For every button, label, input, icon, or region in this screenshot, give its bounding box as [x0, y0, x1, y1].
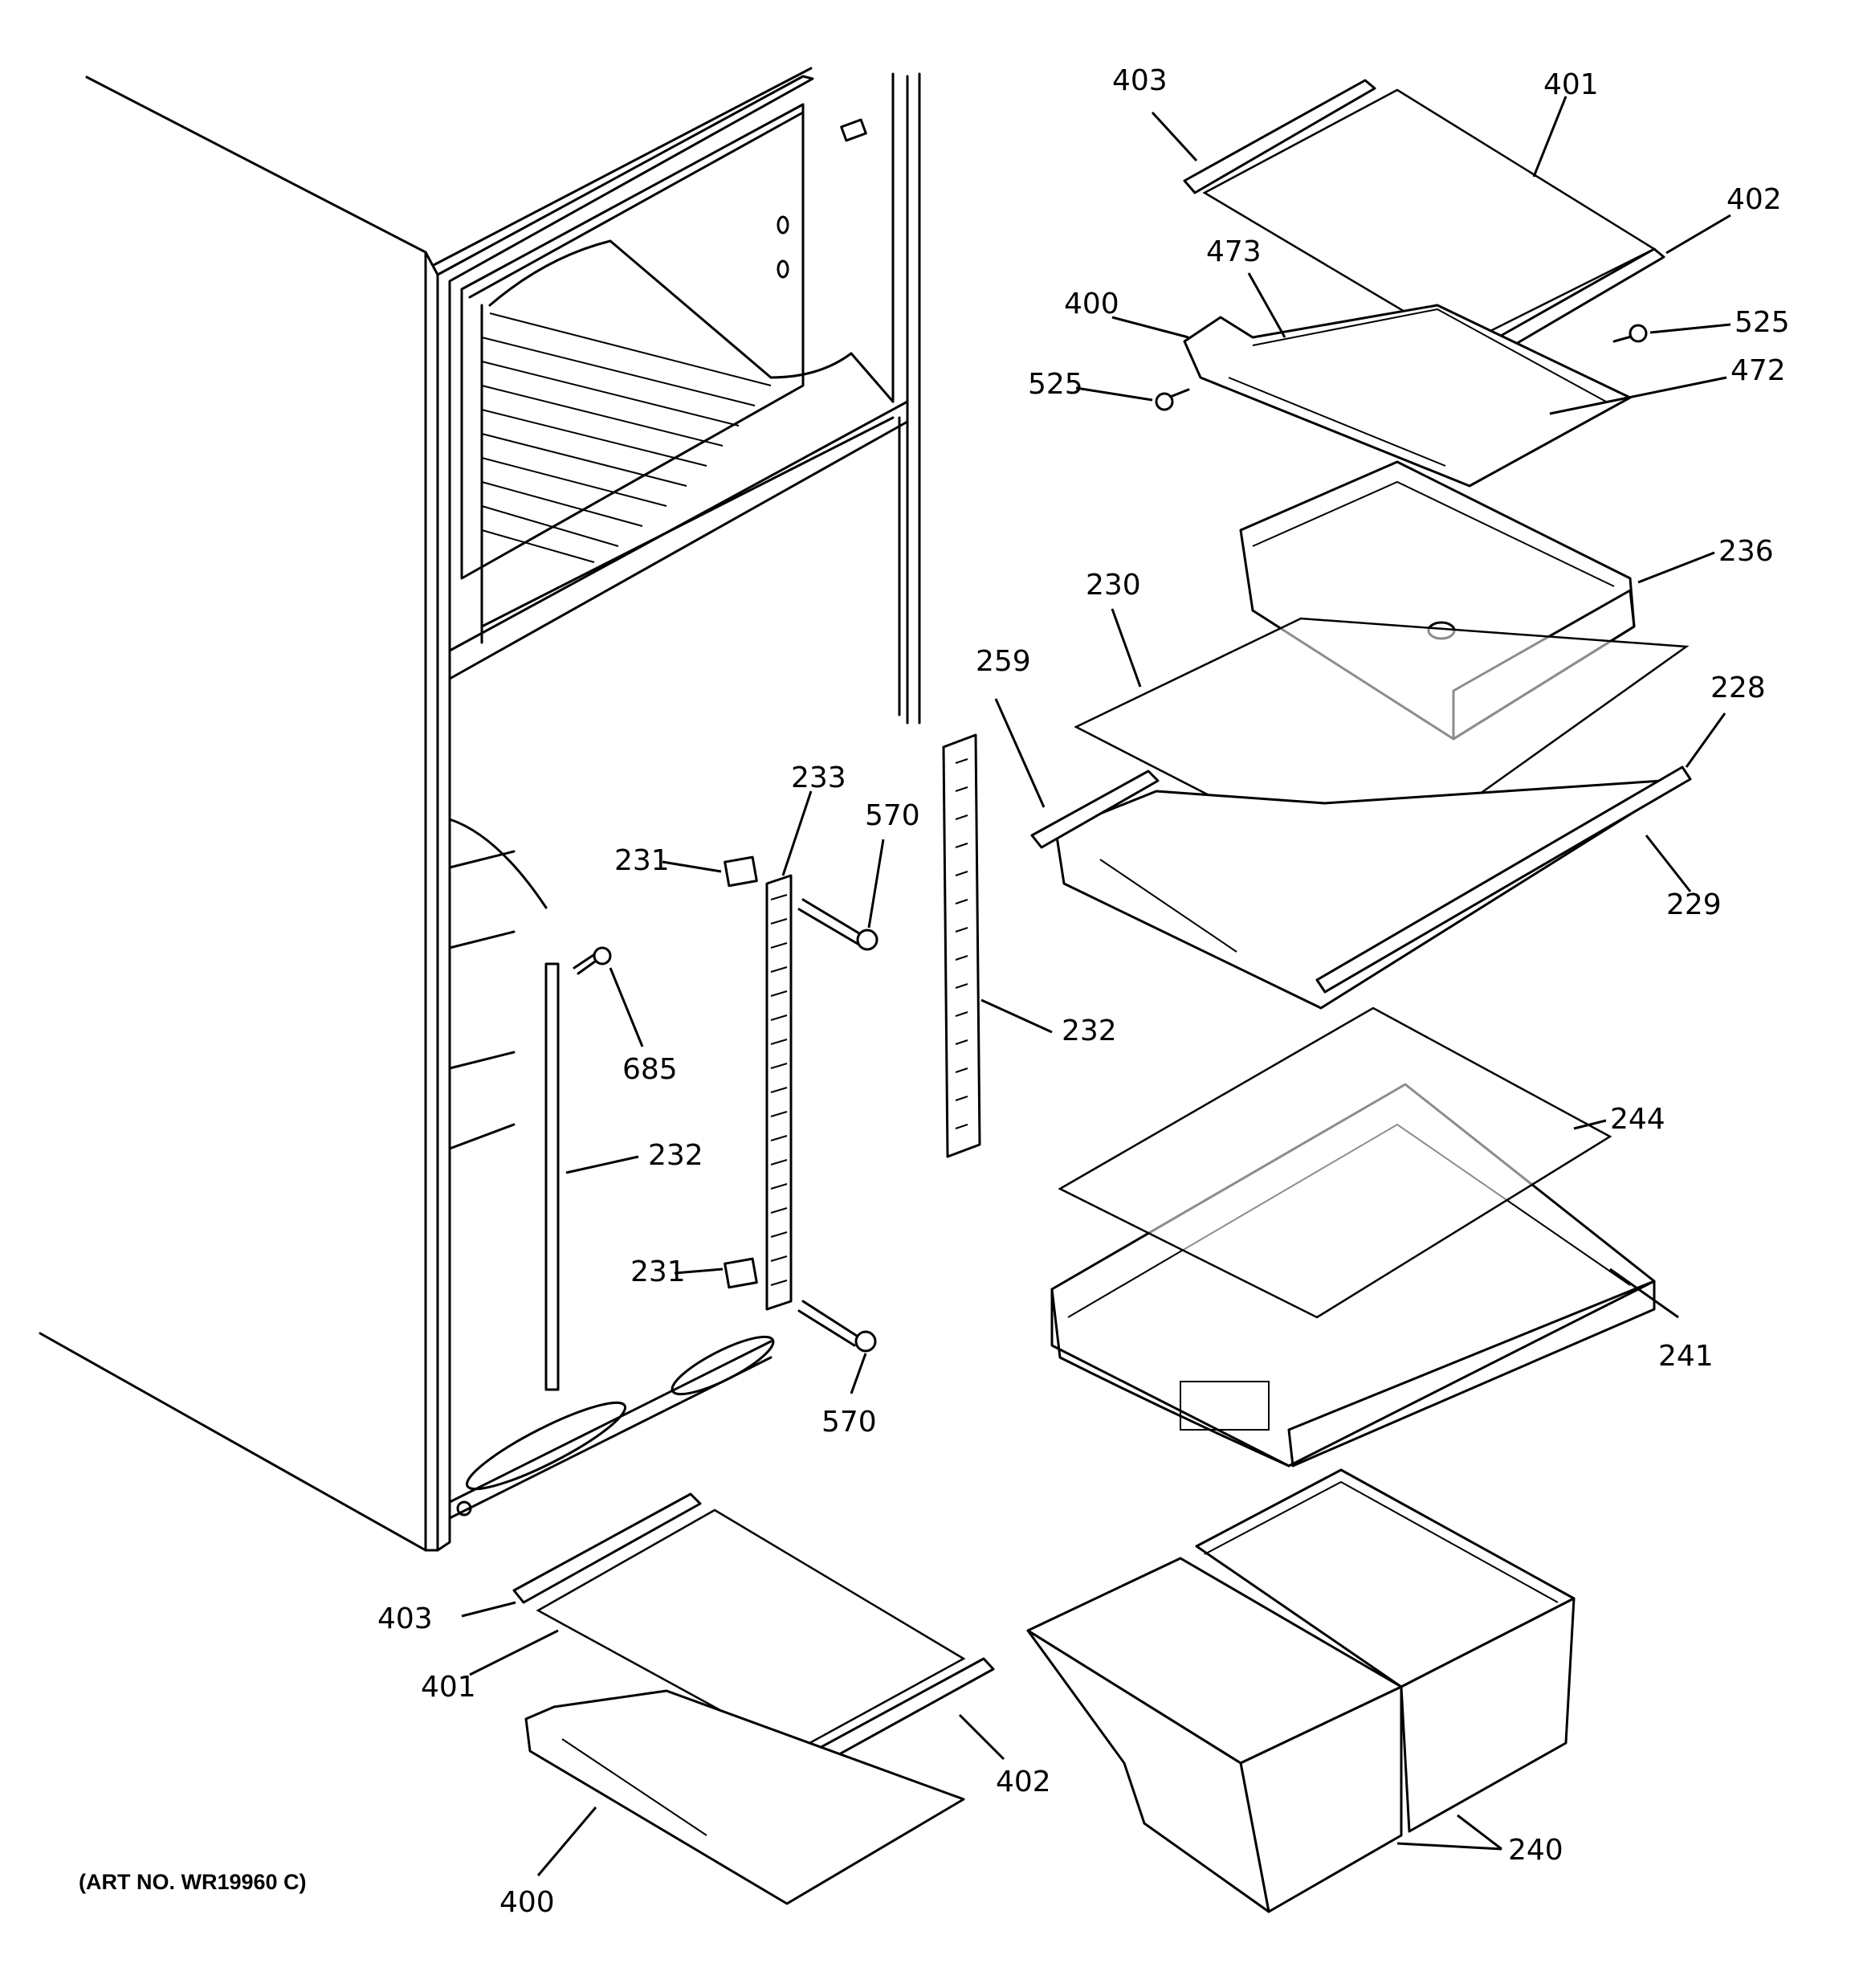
callout-401-bottom: 401	[421, 1671, 476, 1704]
shelf-rail-icon	[1030, 765, 1692, 994]
callout-233: 233	[791, 761, 846, 794]
callout-525-left: 525	[1028, 368, 1083, 401]
callout-259: 259	[976, 645, 1031, 678]
callout-570-top: 570	[865, 799, 920, 832]
callout-402-top: 402	[1726, 183, 1782, 216]
shelf-frame-icon	[1183, 304, 1632, 488]
shelf-rail-icon	[1183, 79, 1376, 194]
shelf-frame-icon	[1054, 778, 1688, 1010]
callout-labels: 403 401 402 473 400 525 525 472 236 230 …	[79, 64, 1790, 1919]
bracket-icon	[724, 855, 758, 1289]
callout-231-top: 231	[614, 844, 670, 877]
vegetable-bin-icon	[1026, 1557, 1403, 1913]
callout-228: 228	[1710, 672, 1766, 704]
callout-403-top: 403	[1112, 64, 1168, 97]
callout-236: 236	[1718, 535, 1774, 568]
callout-leaders	[461, 96, 1731, 1876]
shelf-ladder-icon	[942, 733, 981, 1158]
screw-icon	[1155, 388, 1190, 411]
callout-403-bottom: 403	[377, 1602, 433, 1635]
callout-231-bottom: 231	[630, 1255, 686, 1288]
shelf-ladder-icon	[765, 874, 793, 1311]
shelf-glass-icon	[536, 1508, 966, 1753]
art-number: (ART NO. WR19960 C)	[79, 1870, 307, 1894]
callout-570-bottom: 570	[821, 1406, 877, 1439]
callout-525-right: 525	[1735, 306, 1790, 339]
shelf-ladder-icon	[544, 962, 560, 1391]
crisper-cover-icon	[1058, 1006, 1612, 1319]
callout-230: 230	[1086, 569, 1141, 602]
callout-244: 244	[1610, 1103, 1665, 1136]
callout-685: 685	[622, 1053, 678, 1086]
callout-472: 472	[1731, 354, 1786, 387]
shelf-rail-icon	[512, 1492, 702, 1604]
callout-241: 241	[1658, 1340, 1714, 1373]
screw-icon	[1612, 324, 1648, 343]
screw-icon	[797, 898, 879, 951]
shelf-frame-icon	[524, 1689, 965, 1905]
callout-473: 473	[1206, 235, 1262, 268]
callout-401-top: 401	[1543, 68, 1599, 101]
vegetable-bin-icon	[1195, 1468, 1576, 1833]
callout-232-left: 232	[648, 1139, 703, 1172]
callout-400-bottom: 400	[499, 1886, 555, 1919]
screw-icon	[797, 1300, 877, 1353]
screw-icon	[573, 946, 612, 975]
callout-400-top: 400	[1064, 288, 1119, 320]
callout-402-bottom: 402	[996, 1766, 1051, 1798]
cabinet-icon	[39, 67, 921, 1552]
callout-232-right: 232	[1062, 1014, 1117, 1047]
callout-240: 240	[1508, 1834, 1563, 1867]
callout-229: 229	[1666, 888, 1722, 921]
